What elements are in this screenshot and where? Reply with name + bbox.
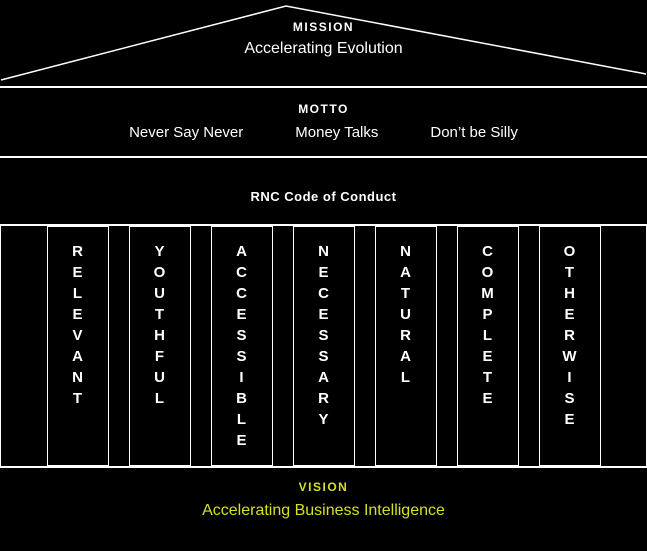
pillar-letter: A	[318, 369, 329, 386]
pillar-letter: L	[72, 285, 83, 302]
pillar-letter: T	[72, 390, 83, 407]
pillar-letter: C	[236, 264, 247, 281]
pillar-letter: C	[318, 285, 329, 302]
pillar-letter: O	[481, 264, 494, 281]
pillar-letter: A	[400, 264, 411, 281]
pillar-letter: E	[318, 264, 329, 281]
mission-text: Accelerating Evolution	[244, 40, 403, 57]
motto-label: MOTTO	[298, 102, 349, 116]
pillar-letter: A	[72, 348, 83, 365]
motto-item: Money Talks	[295, 124, 379, 141]
pillar-letter: E	[564, 411, 575, 428]
pillar-letter: C	[482, 243, 493, 260]
pillar-letter: I	[567, 369, 572, 386]
pillar-letter: T	[154, 306, 165, 323]
pillar-letter: H	[154, 327, 165, 344]
pillar-letter: S	[236, 327, 247, 344]
pillar-letter: Y	[318, 411, 329, 428]
vision-text: Accelerating Business Intelligence	[202, 502, 445, 519]
motto-item: Never Say Never	[129, 124, 244, 141]
pillar-letter: E	[564, 306, 575, 323]
motto-section: MOTTO Never Say Never Money Talks Don’t be…	[0, 86, 647, 158]
pillar-letter: T	[482, 369, 493, 386]
pillar-letter: O	[153, 264, 166, 281]
pillar-letter: O	[563, 243, 576, 260]
motto-item: Don’t be Silly	[430, 124, 518, 141]
pillar-letter: S	[318, 327, 329, 344]
pillar-letter: U	[400, 306, 411, 323]
pillar-letter: F	[154, 348, 165, 365]
pillar-letter: M	[481, 285, 494, 302]
vision-section: VISION Accelerating Business Intelligenc…	[0, 480, 647, 520]
pillar-letter: N	[318, 243, 329, 260]
pillar-letter: P	[482, 306, 493, 323]
pillar-letter: B	[236, 390, 247, 407]
pillar-letter: E	[236, 306, 247, 323]
code-of-conduct-title: RNC Code of Conduct	[250, 189, 397, 204]
pillar-letter: A	[236, 243, 247, 260]
pillar-letter: A	[400, 348, 411, 365]
pillar-letter: C	[236, 285, 247, 302]
pillar-letter: S	[236, 348, 247, 365]
pillar-letter: V	[72, 327, 83, 344]
pillar-letter: R	[72, 243, 83, 260]
pillar-letter: L	[400, 369, 411, 386]
pillar-letter: T	[564, 264, 575, 281]
pillar-letter: N	[400, 243, 411, 260]
pillar-letter: U	[154, 369, 165, 386]
pillar-letter: W	[562, 348, 577, 365]
pillar-letter: U	[154, 285, 165, 302]
pillar-letter: T	[400, 285, 411, 302]
pillar-letter: R	[318, 390, 329, 407]
pillar-letter: E	[482, 348, 493, 365]
mission-label: MISSION	[292, 20, 355, 34]
pillar-letter: I	[239, 369, 244, 386]
pillar-letter: L	[154, 390, 165, 407]
pillar-letter: E	[72, 306, 83, 323]
pillar-letter: S	[318, 348, 329, 365]
code-of-conduct-section: RNC Code of Conduct	[0, 158, 647, 226]
motto-items: Never Say Never Money Talks Don’t be Silly	[0, 124, 647, 141]
pillar-letter: E	[482, 390, 493, 407]
pillar-letter: E	[72, 264, 83, 281]
pillar-letter: S	[564, 390, 575, 407]
pillar-letter: H	[564, 285, 575, 302]
pillar-letter: Y	[154, 243, 165, 260]
pillar-letter: L	[482, 327, 493, 344]
pillar-letter: N	[72, 369, 83, 386]
pillar-letter: R	[400, 327, 411, 344]
pillar-letter: E	[236, 432, 247, 449]
pillar-letter: R	[564, 327, 575, 344]
mission-section: MISSION Accelerating Evolution	[0, 20, 647, 58]
pillar-letter: E	[318, 306, 329, 323]
roof-outline	[0, 5, 647, 81]
pillar-letter: L	[236, 411, 247, 428]
vision-label: VISION	[298, 480, 349, 494]
